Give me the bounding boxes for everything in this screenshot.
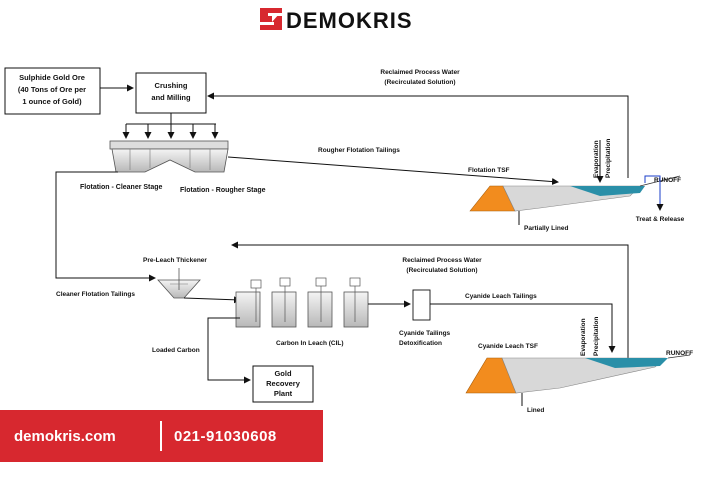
runoff-label-2: RUNOFF xyxy=(666,350,693,357)
cil-tank xyxy=(343,277,369,328)
evaporation-label-2: Evaporation xyxy=(580,318,587,356)
reclaimed-water-1-line xyxy=(207,92,629,178)
rougher-tailings-label: Rougher Flotation Tailings xyxy=(318,147,400,154)
reclaimed-water-1-label: Reclaimed Process Water xyxy=(380,69,460,76)
brand-logo-icon xyxy=(260,8,282,30)
flotation-tsf-label: Flotation TSF xyxy=(468,167,510,174)
ore-box: Sulphide Gold Ore (40 Tons of Ore per 1 … xyxy=(4,67,101,115)
cil-tanks xyxy=(235,277,369,328)
flotation-tsf xyxy=(469,175,681,212)
precipitation-label-1: Precipitation xyxy=(605,139,612,178)
reclaimed-water-2-label: Reclaimed Process Water xyxy=(402,257,482,264)
runoff-release-line xyxy=(644,175,664,211)
crushing-label-2: and Milling xyxy=(151,93,191,102)
cleaner-tailings-line xyxy=(55,171,156,282)
pre-leach-label: Pre-Leach Thickener xyxy=(143,257,207,264)
ore-label-1: Sulphide Gold Ore xyxy=(19,73,85,82)
ore-label-2: (40 Tons of Ore per xyxy=(18,85,86,94)
lined-label: Lined xyxy=(527,407,544,414)
treat-release-label: Treat & Release xyxy=(636,216,685,223)
detox-tank xyxy=(412,289,431,321)
flotation-cells xyxy=(109,140,229,173)
thickener-to-cil-line xyxy=(183,296,241,304)
crushing-box: Crushing and Milling xyxy=(135,72,207,114)
ore-label-3: 1 ounce of Gold) xyxy=(22,97,82,106)
cyanide-tsf-label: Cyanide Leach TSF xyxy=(478,343,538,350)
pre-leach-thickener xyxy=(157,268,201,299)
phone-number[interactable]: 021-91030608 xyxy=(174,427,277,445)
cleaner-stage-label: Flotation - Cleaner Stage xyxy=(80,184,163,191)
gold-recovery-box: Gold Recovery Plant xyxy=(252,365,314,403)
cleaner-tailings-label: Cleaner Flotation Tailings xyxy=(56,291,135,298)
feed-arrows xyxy=(122,124,219,139)
runoff-label-1: RUNOFF xyxy=(654,177,681,184)
cil-tank xyxy=(307,277,333,328)
brand-name: DEMOKRIS xyxy=(286,8,413,33)
gold-recovery-label-2: Recovery xyxy=(266,379,301,388)
banner-divider xyxy=(160,421,162,451)
contact-banner: demokris.com 021-91030608 xyxy=(0,410,323,462)
cil-tank xyxy=(235,279,262,328)
detox-label-1: Cyanide Tailings xyxy=(399,330,451,337)
rougher-tailings-line xyxy=(227,156,559,186)
reclaimed-water-2-line xyxy=(231,241,629,360)
partially-lined-label: Partially Lined xyxy=(524,225,568,232)
cil-tank xyxy=(271,277,297,328)
rougher-stage-label: Flotation - Rougher Stage xyxy=(180,187,266,194)
loaded-carbon-line xyxy=(207,317,251,384)
evaporation-label-1: Evaporation xyxy=(593,140,600,178)
loaded-carbon-label: Loaded Carbon xyxy=(152,347,200,354)
reclaimed-water-2-sub: (Recirculated Solution) xyxy=(406,267,477,274)
brand-logo: DEMOKRIS xyxy=(260,8,413,33)
cyanide-tailings-label: Cyanide Leach Tailings xyxy=(465,293,537,300)
detox-label-2: Detoxification xyxy=(399,340,442,347)
cyanide-tsf xyxy=(465,354,691,394)
crushing-label-1: Crushing xyxy=(155,81,188,90)
website-link[interactable]: demokris.com xyxy=(14,427,116,445)
cyanide-tailings-line xyxy=(430,303,616,353)
precipitation-label-2: Precipitation xyxy=(593,317,600,356)
reclaimed-water-1-sub: (Recirculated Solution) xyxy=(384,79,455,86)
cil-label: Carbon In Leach (CIL) xyxy=(276,340,344,347)
gold-recovery-label-1: Gold xyxy=(274,369,291,378)
gold-recovery-label-3: Plant xyxy=(274,389,293,398)
